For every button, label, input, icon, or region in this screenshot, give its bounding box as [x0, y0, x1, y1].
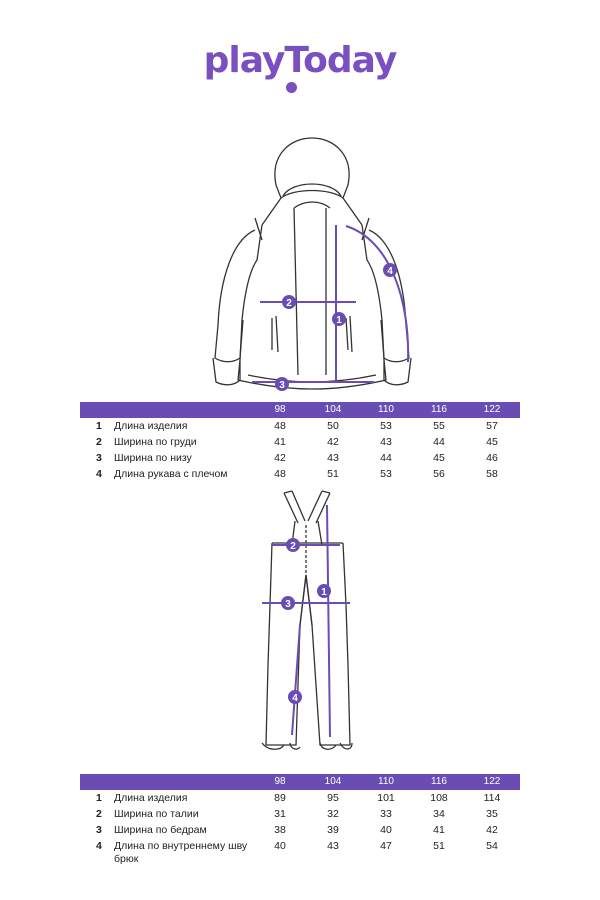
row-num: 3 — [96, 824, 102, 836]
row-num: 1 — [96, 420, 102, 432]
row-label: Ширина по талии — [114, 808, 199, 820]
pants-marker-label: 2 — [290, 541, 296, 552]
jacket-marker-label: 3 — [279, 380, 285, 391]
pants-marker-label: 1 — [321, 587, 327, 598]
cell: 54 — [486, 840, 498, 852]
cell: 95 — [327, 792, 339, 804]
cell: 41 — [433, 824, 445, 836]
cell: 43 — [327, 840, 339, 852]
cell: 101 — [377, 792, 395, 804]
jacket-marker-label: 1 — [336, 315, 342, 326]
brand-logo: playToday — [203, 40, 398, 81]
jacket-drawing: 2 1 3 4 — [212, 137, 412, 391]
cell: 50 — [327, 420, 339, 432]
table-row: 1 Длина изделия 89 95 101 108 114 — [80, 790, 520, 806]
row-label: Длина изделия — [114, 792, 188, 804]
cell: 44 — [380, 452, 392, 464]
jacket-marker-3 — [275, 377, 289, 391]
cell: 56 — [433, 468, 445, 480]
table-row: 2 Ширина по груди 41 42 43 44 45 — [80, 434, 520, 450]
cell: 45 — [486, 436, 498, 448]
table-row: 4 Длина рукава с плечом 48 51 53 56 58 — [80, 466, 520, 482]
row-label: Ширина по бедрам — [114, 824, 207, 836]
cell: 46 — [486, 452, 498, 464]
table-row: 4 Длина по внутреннему шву брюк 40 43 47… — [80, 838, 520, 868]
size-col: 122 — [483, 404, 501, 415]
pants-marker-3 — [281, 596, 295, 610]
row-label: Длина изделия — [114, 420, 188, 432]
table-header: 98 104 110 116 122 — [80, 402, 520, 418]
cell: 34 — [433, 808, 445, 820]
table-row: 3 Ширина по низу 42 43 44 45 46 — [80, 450, 520, 466]
cell: 38 — [274, 824, 286, 836]
cell: 41 — [274, 436, 286, 448]
row-num: 2 — [96, 808, 102, 820]
pants-drawing: 2 3 1 4 — [261, 490, 353, 750]
table-row: 2 Ширина по талии 31 32 33 34 35 — [80, 806, 520, 822]
cell: 48 — [274, 420, 286, 432]
cell: 33 — [380, 808, 392, 820]
jacket-size-table: 98 104 110 116 122 1 Длина изделия 48 50… — [80, 402, 520, 482]
table-row: 1 Длина изделия 48 50 53 55 57 — [80, 418, 520, 434]
cell: 42 — [486, 824, 498, 836]
table-header: 98 104 110 116 122 — [80, 774, 520, 790]
cell: 42 — [274, 452, 286, 464]
jacket-marker-label: 2 — [286, 298, 292, 309]
cell: 58 — [486, 468, 498, 480]
pants-marker-1 — [317, 584, 331, 598]
size-col: 110 — [378, 776, 394, 787]
row-label: Ширина по низу — [114, 452, 192, 464]
row-label: Длина рукава с плечом — [114, 468, 228, 480]
cell: 35 — [486, 808, 498, 820]
row-num: 3 — [96, 452, 102, 464]
cell: 44 — [433, 436, 445, 448]
cell: 51 — [433, 840, 445, 852]
cell: 53 — [380, 420, 392, 432]
cell: 42 — [327, 436, 339, 448]
pants-marker-4 — [288, 690, 302, 704]
cell: 40 — [274, 840, 286, 852]
size-col: 98 — [274, 776, 286, 787]
cell: 114 — [483, 792, 501, 804]
logo-dot — [286, 82, 297, 93]
row-num: 4 — [96, 468, 102, 480]
cell: 31 — [274, 808, 286, 820]
cell: 32 — [327, 808, 339, 820]
jacket-marker-label: 4 — [387, 266, 393, 277]
cell: 89 — [274, 792, 286, 804]
cell: 53 — [380, 468, 392, 480]
size-col: 116 — [431, 404, 447, 415]
size-col: 116 — [431, 776, 447, 787]
cell: 39 — [327, 824, 339, 836]
row-num: 1 — [96, 792, 102, 804]
row-num: 2 — [96, 436, 102, 448]
row-num: 4 — [96, 840, 102, 852]
row-label: Длина по внутреннему шву брюк — [114, 840, 248, 865]
cell: 51 — [327, 468, 339, 480]
size-col: 104 — [324, 404, 342, 415]
cell: 40 — [380, 824, 392, 836]
size-col: 104 — [324, 776, 342, 787]
jacket-marker-1 — [332, 312, 346, 326]
size-col: 110 — [378, 404, 394, 415]
size-col: 98 — [274, 404, 286, 415]
pants-marker-2 — [286, 538, 300, 552]
cell: 108 — [430, 792, 448, 804]
cell: 57 — [486, 420, 498, 432]
pants-marker-label: 3 — [285, 599, 291, 610]
table-row: 3 Ширина по бедрам 38 39 40 41 42 — [80, 822, 520, 838]
cell: 48 — [274, 468, 286, 480]
jacket-marker-4 — [383, 263, 397, 277]
pants-marker-label: 4 — [292, 693, 298, 704]
row-label: Ширина по груди — [114, 436, 197, 448]
cell: 43 — [327, 452, 339, 464]
cell: 45 — [433, 452, 445, 464]
cell: 55 — [433, 420, 445, 432]
jacket-marker-2 — [282, 295, 296, 309]
cell: 47 — [380, 840, 392, 852]
size-col: 122 — [483, 776, 501, 787]
cell: 43 — [380, 436, 392, 448]
pants-size-table: 98 104 110 116 122 1 Длина изделия 89 95… — [80, 774, 520, 868]
